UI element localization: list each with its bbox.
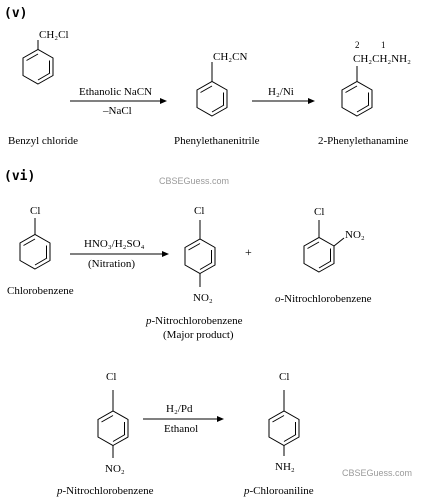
locant-1: 1 xyxy=(381,40,386,50)
name-chlorobenzene: Chlorobenzene xyxy=(7,285,74,297)
reagent-nitration: (Nitration) xyxy=(88,258,135,270)
p-product-cl: Cl xyxy=(194,205,204,217)
reagent-h2-ni: H₂/Ni xyxy=(268,86,294,98)
p-chloroaniline-structure: Cl NH₂ xyxy=(268,371,300,473)
reagent-hno3-h2so4: HNO₃/H₂SO₄ xyxy=(84,238,145,250)
reaction-arrow-hydrogenation xyxy=(143,416,224,422)
phenylethanamine-structure: 2 1 CH₂CH₂NH₂ xyxy=(341,40,411,117)
amine-substituent: CH₂CH₂NH₂ xyxy=(353,53,411,65)
p-nitrochlorobenzene-structure: Cl NO₂ xyxy=(184,205,216,304)
benzyl-substituent: CH₂Cl xyxy=(39,29,69,41)
locant-2: 2 xyxy=(355,40,360,50)
product-cl: Cl xyxy=(279,371,289,383)
reagent-minus-nacl: –NaCl xyxy=(102,105,132,117)
name-p-nitrochlorobenzene-start: p-Nitrochlorobenzene xyxy=(56,485,154,497)
section-label-vi: (vi) xyxy=(4,169,35,184)
o-product-no2: NO₂ xyxy=(345,229,365,241)
nitrile-substituent: CH₂CN xyxy=(213,51,247,63)
name-benzyl-chloride: Benzyl chloride xyxy=(8,135,78,147)
benzyl-chloride-structure: CH₂Cl xyxy=(22,29,69,85)
reagent-ethanol: Ethanol xyxy=(164,423,198,435)
start-cl: Cl xyxy=(106,371,116,383)
chlorobenzene-structure: Cl xyxy=(19,205,51,270)
o-product-cl: Cl xyxy=(314,206,324,218)
name-phenylethanenitrile: Phenylethanenitrile xyxy=(174,135,260,147)
reagent-ethanolic-nacn: Ethanolic NaCN xyxy=(79,86,152,98)
chlorobenzene-cl: Cl xyxy=(30,205,40,217)
phenylethanenitrile-structure: CH₂CN xyxy=(196,51,247,117)
p-product-no2: NO₂ xyxy=(193,292,213,304)
o-nitrochlorobenzene-structure: Cl NO₂ xyxy=(303,206,365,273)
p-nitrochlorobenzene-start-structure: Cl NO₂ xyxy=(97,371,129,475)
name-p-nitrochlorobenzene: p-Nitrochlorobenzene xyxy=(145,315,243,327)
reaction-arrow-nitration xyxy=(70,251,169,257)
label-major-product: (Major product) xyxy=(163,329,234,341)
watermark-bottom: CBSEGuess.com xyxy=(342,468,412,478)
reagent-h2-pd: H₂/Pd xyxy=(166,403,193,415)
reaction-arrow-cyanation xyxy=(70,98,167,104)
start-no2: NO₂ xyxy=(105,463,125,475)
product-nh2: NH₂ xyxy=(275,461,295,473)
reaction-arrow-reduction xyxy=(252,98,315,104)
name-o-nitrochlorobenzene: o-Nitrochlorobenzene xyxy=(275,293,372,305)
name-p-chloroaniline: p-Chloroaniline xyxy=(243,485,314,497)
section-label-v: (v) xyxy=(4,6,27,21)
plus-sign: + xyxy=(245,245,252,259)
name-2-phenylethanamine: 2-Phenylethanamine xyxy=(318,135,409,147)
watermark-middle: CBSEGuess.com xyxy=(159,176,229,186)
